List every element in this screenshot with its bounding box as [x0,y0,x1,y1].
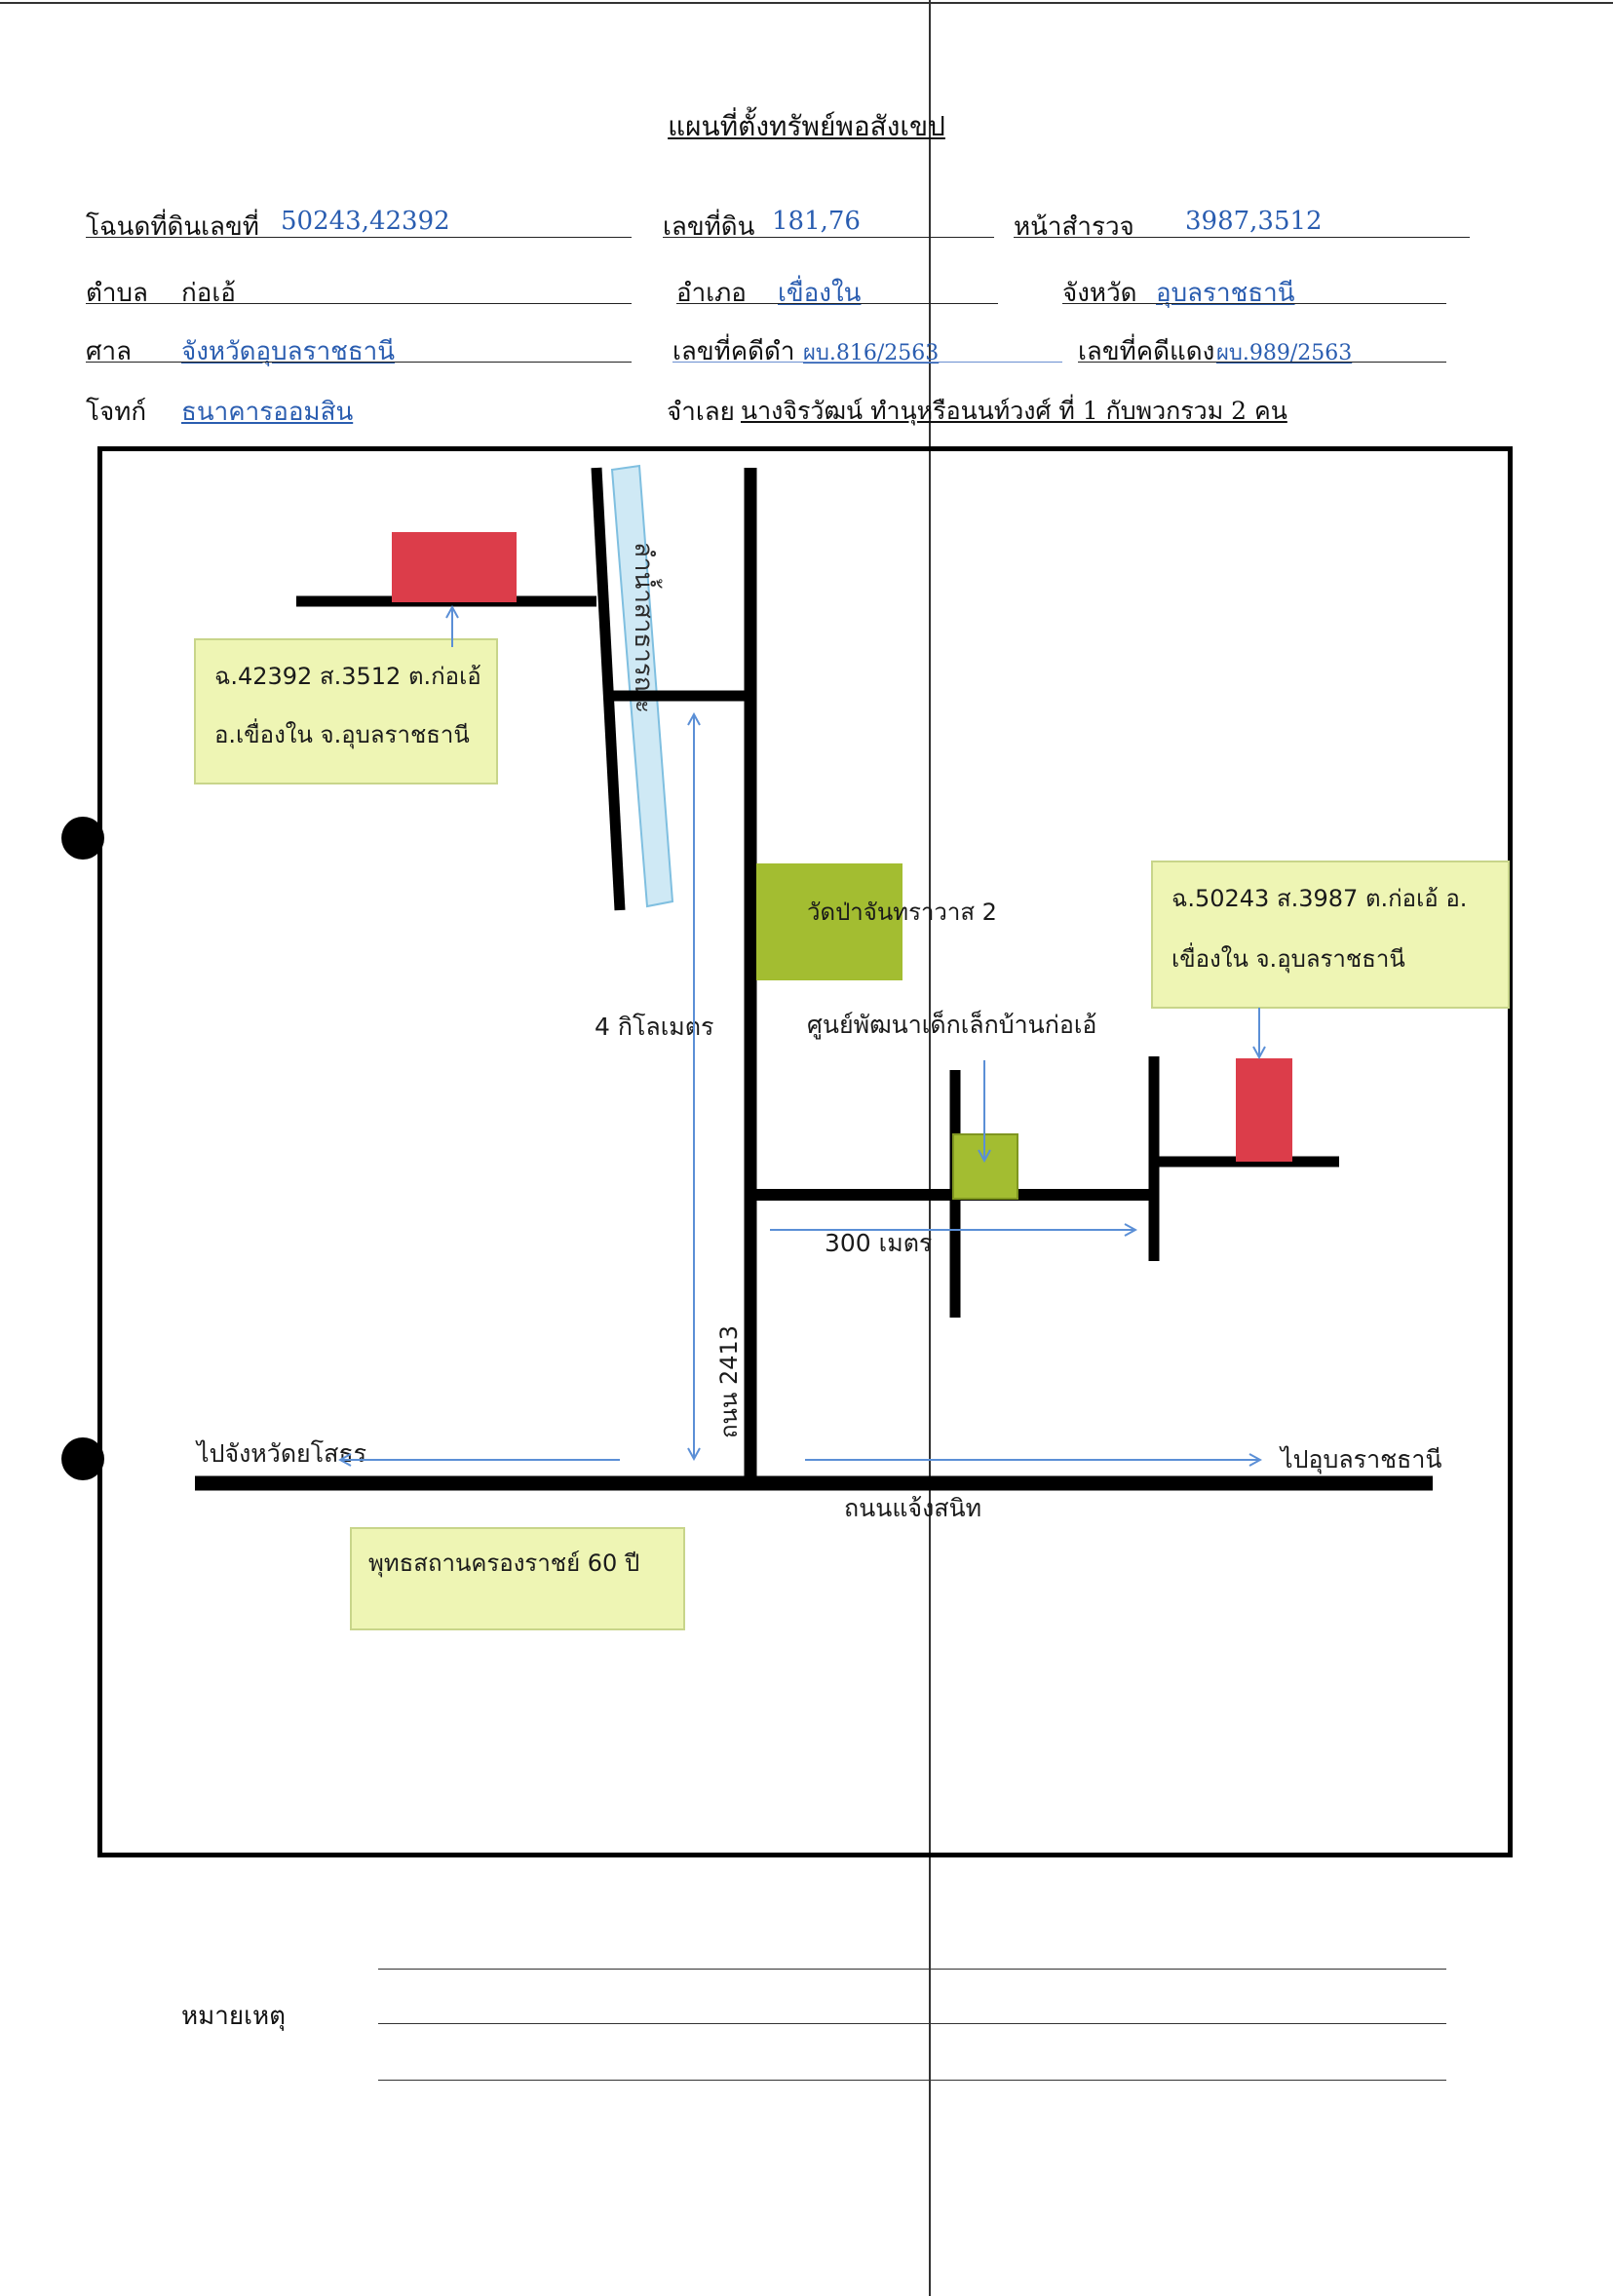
parcel-right-text-1: ฉ.50243 ส.3987 ต.ก่อเอ้ อ. [1171,885,1467,912]
parcel-left-callout [194,638,498,784]
parcel-left-text-2: อ.เขื่องใน จ.อุบลราชธานี [214,718,470,749]
parcel-left-marker [392,532,517,602]
punch-hole-top [61,817,104,860]
survey-value: 3987,3512 [1185,207,1323,236]
canal-shape [610,464,674,908]
distance-horizontal-label: 300 เมตร [825,1229,932,1257]
row1-line-b [663,237,994,238]
plaintiff-label: โจทก์ [86,398,147,427]
buddhist-park-box [350,1527,685,1630]
row1-line-c [1014,237,1470,238]
to-ubon-label: ไปอุบลราชธานี [1279,1445,1441,1474]
temple-marker [756,863,903,980]
red-case-value: ผบ.989/2563 [1216,341,1353,365]
road-2413-label: ถนน 2413 [715,1325,743,1438]
plaintiff-value: ธนาคารออมสิน [181,398,354,427]
main-road-label: ถนนแจ้งสนิท [844,1494,981,1522]
row2-line-b [676,303,998,304]
canal-label: ลำน้ำสาธารณะ [629,542,663,713]
black-case-value: ผบ.816/2563 [803,341,940,365]
notes-line-2 [378,2023,1446,2024]
punch-hole-bottom [61,1437,104,1480]
notes-line-1 [378,1969,1446,1970]
notes-line-3 [378,2080,1446,2081]
deed-value: 50243,42392 [281,207,450,236]
page-fold-line [929,0,931,2296]
land-no-value: 181,76 [772,207,861,236]
parcel-right-callout [1151,861,1510,1009]
parcel-right-marker [1236,1058,1292,1162]
to-yasothon-label: ไปจังหวัดยโสธร [195,1439,366,1468]
map-frame [97,446,1513,1857]
row3-line-b [672,362,1062,363]
page-top-edge [0,2,1613,4]
row2-line-c [1062,303,1446,304]
distance-vertical-label: 4 กิโลเมตร [595,1013,713,1041]
buddhist-park-label: พุทธสถานครองราชย์ 60 ปี [368,1550,639,1578]
page-title: แผนที่ตั้งทรัพย์พอสังเขป [668,110,945,142]
parcel-right-text-2: เขื่องใน จ.อุบลราชธานี [1171,942,1405,974]
child-center-label: ศูนย์พัฒนาเด็กเล็กบ้านก่อเอ้ [807,1010,1096,1040]
notes-label: หมายเหตุ [181,2002,287,2031]
canal-side-road [591,467,626,911]
row3-line-a [86,362,632,363]
temple-label: วัดป่าจันทราวาส 2 [807,899,997,926]
row1-line-a [86,237,632,238]
parcel-left-text-1: ฉ.42392 ส.3512 ต.ก่อเอ้ [214,663,481,690]
row2-line-a [86,303,632,304]
defendant-value: นางจิรวัฒน์ ทำนุหรือนนท์วงศ์ ที่ 1 กับพว… [741,397,1287,425]
row3-line-c [1078,362,1446,363]
defendant-label: จำเลย [667,398,735,427]
